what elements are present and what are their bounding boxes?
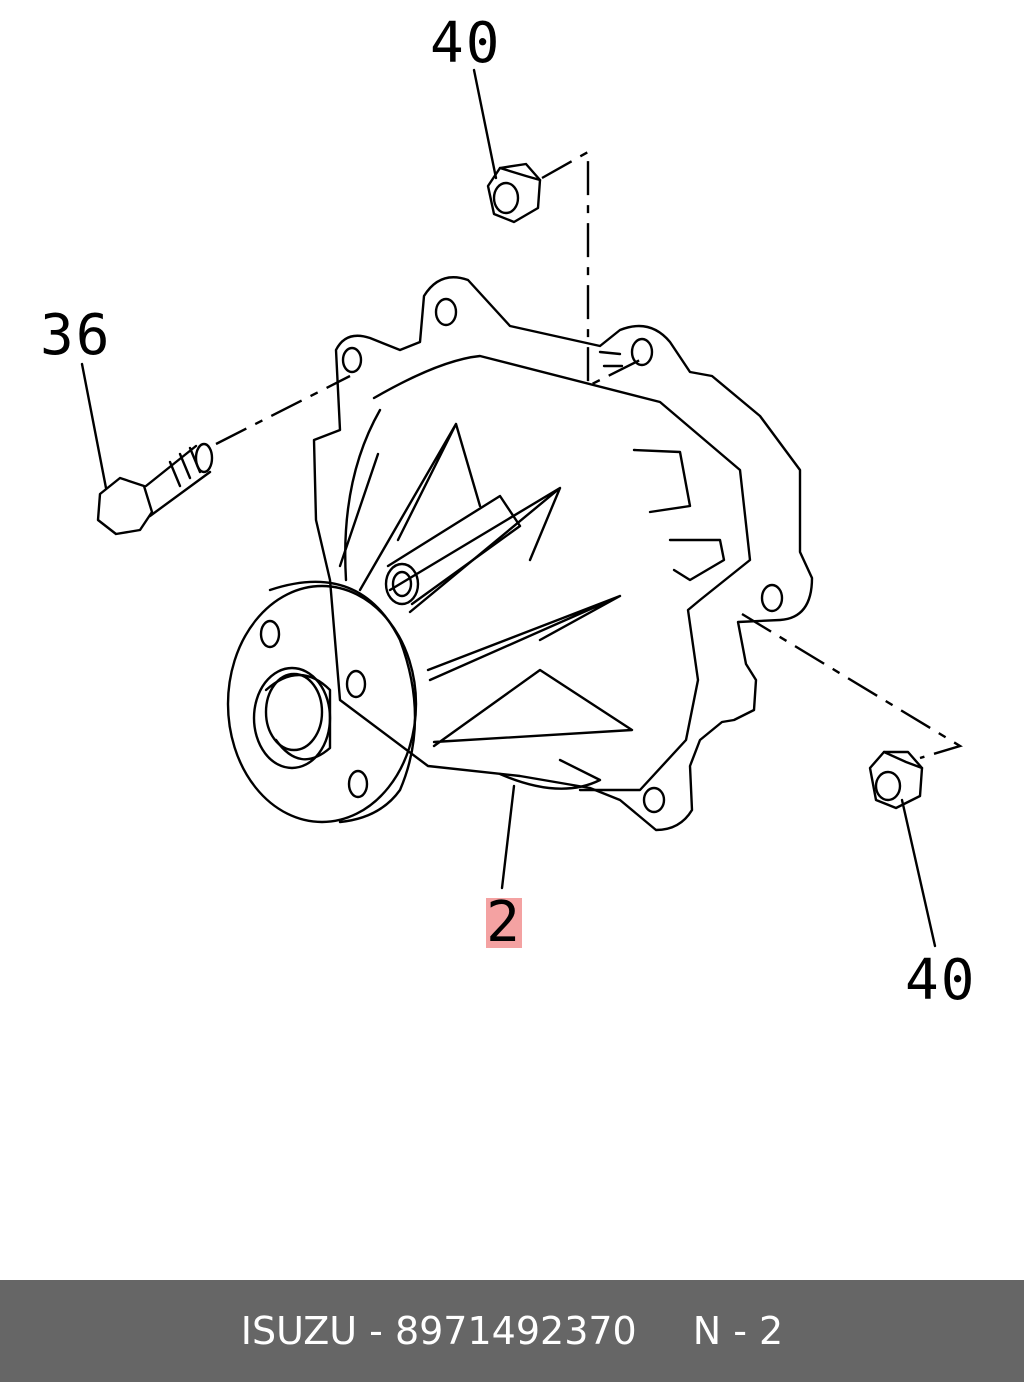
bolt xyxy=(96,442,214,536)
assembly-lines xyxy=(215,149,963,760)
footer-bar: ISUZU - 8971492370 N - 2 xyxy=(0,1280,1024,1382)
nut-bottom xyxy=(868,750,924,810)
callout-label-water-pump: 2 xyxy=(486,890,522,955)
diagram-position-label: N - 2 xyxy=(692,1309,784,1353)
leader-lines xyxy=(80,68,937,948)
nut-top xyxy=(486,162,542,224)
part-number-label: ISUZU - 8971492370 xyxy=(240,1309,637,1353)
callout-label-nut-top: 40 xyxy=(430,11,502,76)
water-pump xyxy=(312,276,814,832)
callout-label-nut-bottom: 40 xyxy=(905,948,977,1013)
pulley-flange xyxy=(226,580,418,824)
callout-label-bolt: 36 xyxy=(40,303,112,368)
exploded-parts-diagram xyxy=(80,68,963,948)
